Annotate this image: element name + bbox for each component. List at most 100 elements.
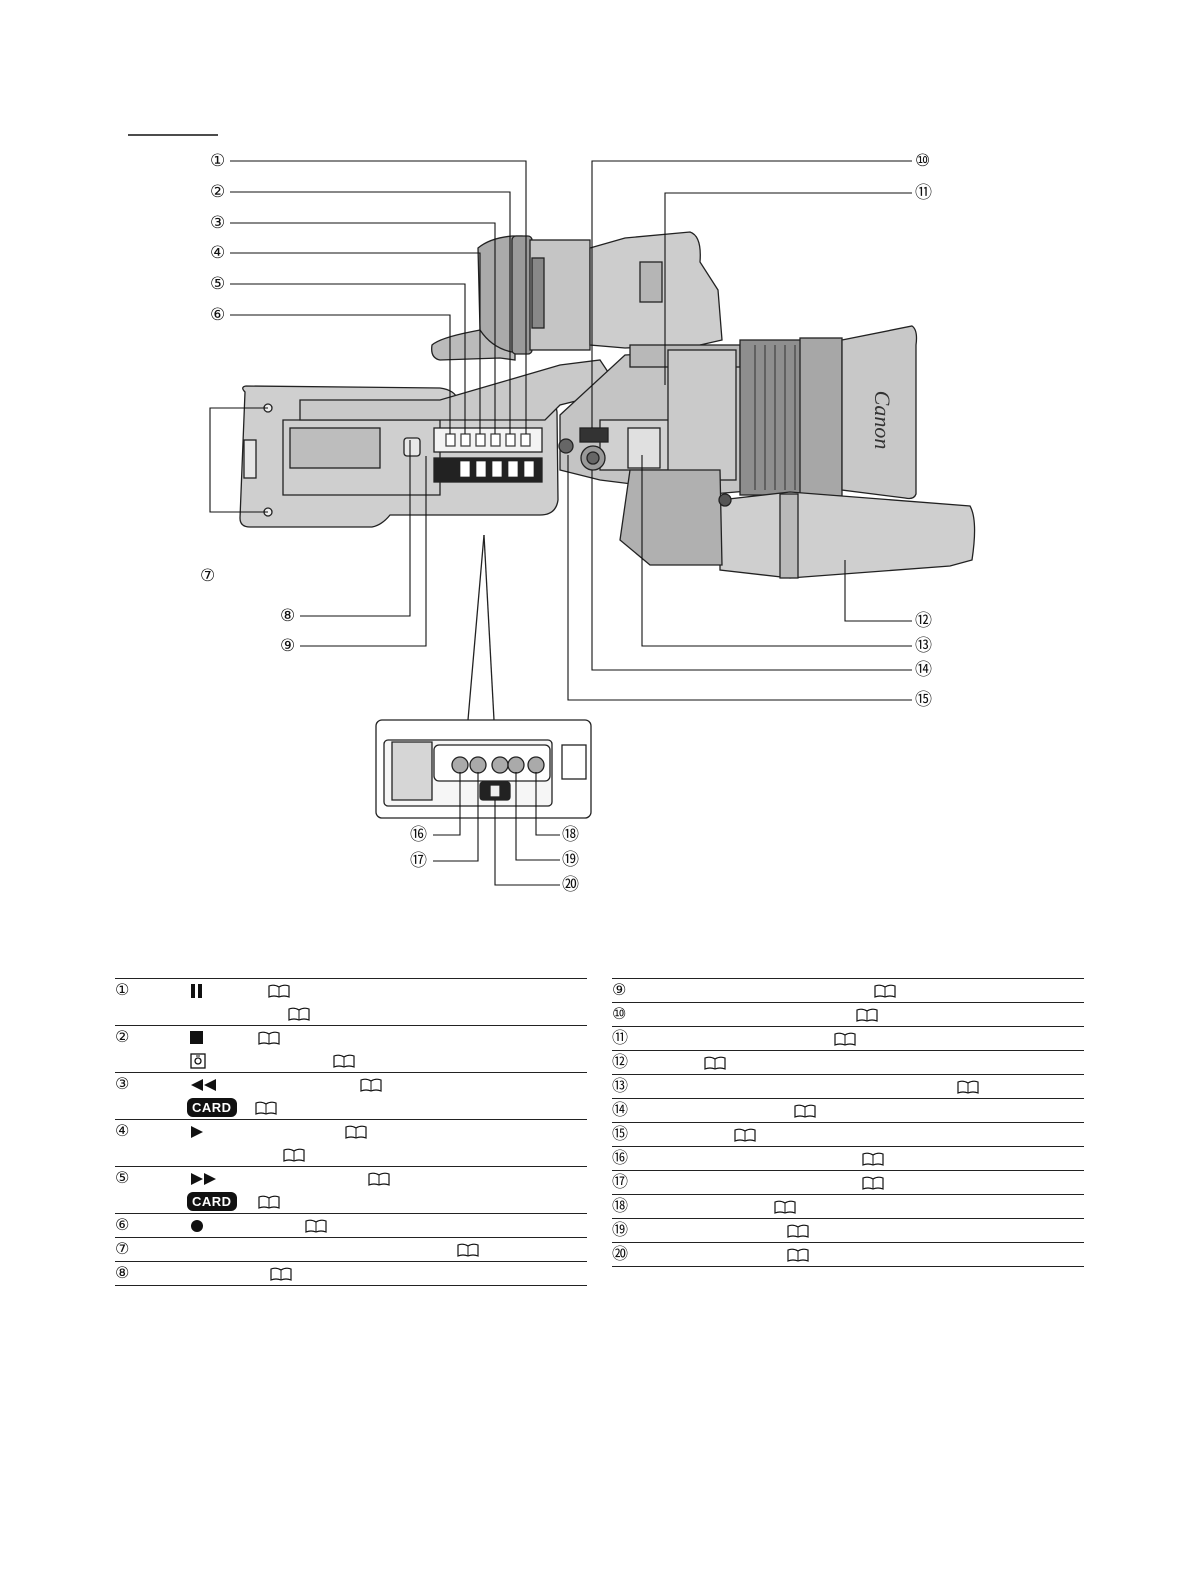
legend-row-18: ⑱	[612, 1195, 1084, 1219]
callout-leader-lines	[209, 160, 912, 886]
stop-icon	[190, 1026, 204, 1049]
legend-number: ②	[115, 1027, 130, 1046]
photo-icon	[190, 1049, 206, 1072]
legend-row-11: ⑪	[612, 1027, 1084, 1051]
callout-18: ⑱	[562, 825, 579, 845]
camcorder-diagram: Canon	[128, 134, 976, 886]
legend-table-left: ① ② ③	[115, 978, 587, 1286]
callout-13: ⑬	[915, 636, 932, 656]
book-icon	[268, 984, 290, 998]
callout-14: ⑭	[915, 660, 932, 680]
callout-5: ⑤	[210, 274, 226, 294]
book-icon	[862, 1176, 884, 1190]
legend-number: ①	[115, 980, 130, 999]
legend-number: ⑬	[612, 1076, 629, 1095]
callout-19: ⑲	[562, 850, 579, 870]
legend-row-16: ⑯	[612, 1147, 1084, 1171]
callout-12: ⑫	[915, 611, 932, 631]
fast-forward-icon	[190, 1167, 218, 1190]
legend-number: ⑪	[612, 1028, 629, 1047]
book-icon	[305, 1219, 327, 1233]
legend-number: ③	[115, 1074, 130, 1093]
legend-row-17: ⑰	[612, 1171, 1084, 1195]
book-icon	[255, 1101, 277, 1115]
legend-row-2: ②	[115, 1026, 587, 1073]
legend-row-12: ⑫	[612, 1051, 1084, 1075]
legend-table-right: ⑨ ⑩ ⑪ ⑫ ⑬ ⑭ ⑮ ⑯ ⑰ ⑱ ⑲ ⑳	[612, 978, 1084, 1267]
legend-number: ⑤	[115, 1168, 130, 1187]
legend-number: ⑫	[612, 1052, 629, 1071]
pause-icon	[190, 979, 204, 1002]
book-icon	[333, 1054, 355, 1068]
lens-brand-logo: Canon	[870, 391, 895, 450]
legend-row-1: ①	[115, 979, 587, 1026]
book-icon	[794, 1104, 816, 1118]
book-icon	[957, 1080, 979, 1094]
legend-row-8: ⑧	[115, 1262, 587, 1286]
inset-panel-illustration	[375, 534, 592, 819]
callout-11: ⑪	[915, 183, 932, 203]
rewind-icon	[190, 1073, 218, 1096]
book-icon	[288, 1007, 310, 1021]
card-badge: CARD	[187, 1096, 237, 1119]
book-icon	[258, 1195, 280, 1209]
legend-row-19: ⑲	[612, 1219, 1084, 1243]
callout-4: ④	[210, 243, 226, 263]
legend-row-7: ⑦	[115, 1238, 587, 1262]
legend-row-5: ⑤ CARD	[115, 1167, 587, 1214]
legend-row-13: ⑬	[612, 1075, 1084, 1099]
callout-1: ①	[210, 151, 226, 171]
legend-number: ⑦	[115, 1239, 130, 1258]
book-icon	[787, 1248, 809, 1262]
legend-row-10: ⑩	[612, 1003, 1084, 1027]
legend-number: ⑰	[612, 1172, 629, 1191]
callout-15: ⑮	[915, 690, 932, 710]
book-icon	[704, 1056, 726, 1070]
legend-number: ⑭	[612, 1100, 629, 1119]
callout-8: ⑧	[280, 606, 296, 626]
legend-number: ④	[115, 1121, 130, 1140]
legend-row-4: ④	[115, 1120, 587, 1167]
book-icon	[862, 1152, 884, 1166]
callout-2: ②	[210, 182, 226, 202]
camcorder-illustration	[239, 231, 976, 579]
book-icon	[258, 1031, 280, 1045]
legend-number: ⑳	[612, 1244, 629, 1263]
callout-10: ⑩	[915, 151, 931, 171]
legend-number: ⑲	[612, 1220, 629, 1239]
legend-row-3: ③ CARD	[115, 1073, 587, 1120]
legend-number: ⑩	[612, 1004, 627, 1023]
book-icon	[457, 1243, 479, 1257]
callout-6: ⑥	[210, 305, 226, 325]
book-icon	[774, 1200, 796, 1214]
legend-number: ⑥	[115, 1215, 130, 1234]
book-icon	[283, 1148, 305, 1162]
legend-number: ⑮	[612, 1124, 629, 1143]
callout-20: ⑳	[562, 875, 579, 895]
book-icon	[787, 1224, 809, 1238]
card-badge: CARD	[187, 1190, 237, 1213]
legend-number: ⑧	[115, 1263, 130, 1282]
callout-3: ③	[210, 213, 226, 233]
callout-7: ⑦	[200, 566, 216, 586]
legend-row-6: ⑥	[115, 1214, 587, 1238]
book-icon	[345, 1125, 367, 1139]
book-icon	[270, 1267, 292, 1281]
book-icon	[360, 1078, 382, 1092]
book-icon	[368, 1172, 390, 1186]
legend-number: ⑱	[612, 1196, 629, 1215]
book-icon	[734, 1128, 756, 1142]
book-icon	[874, 984, 896, 998]
callout-17: ⑰	[410, 851, 427, 871]
legend-row-20: ⑳	[612, 1243, 1084, 1267]
legend-row-15: ⑮	[612, 1123, 1084, 1147]
callout-16: ⑯	[410, 825, 427, 845]
play-icon	[190, 1120, 204, 1143]
legend-row-9: ⑨	[612, 979, 1084, 1003]
book-icon	[834, 1032, 856, 1046]
legend-number: ⑯	[612, 1148, 629, 1167]
callout-9: ⑨	[280, 636, 296, 656]
legend-number: ⑨	[612, 980, 627, 999]
book-icon	[856, 1008, 878, 1022]
record-icon	[190, 1214, 204, 1237]
